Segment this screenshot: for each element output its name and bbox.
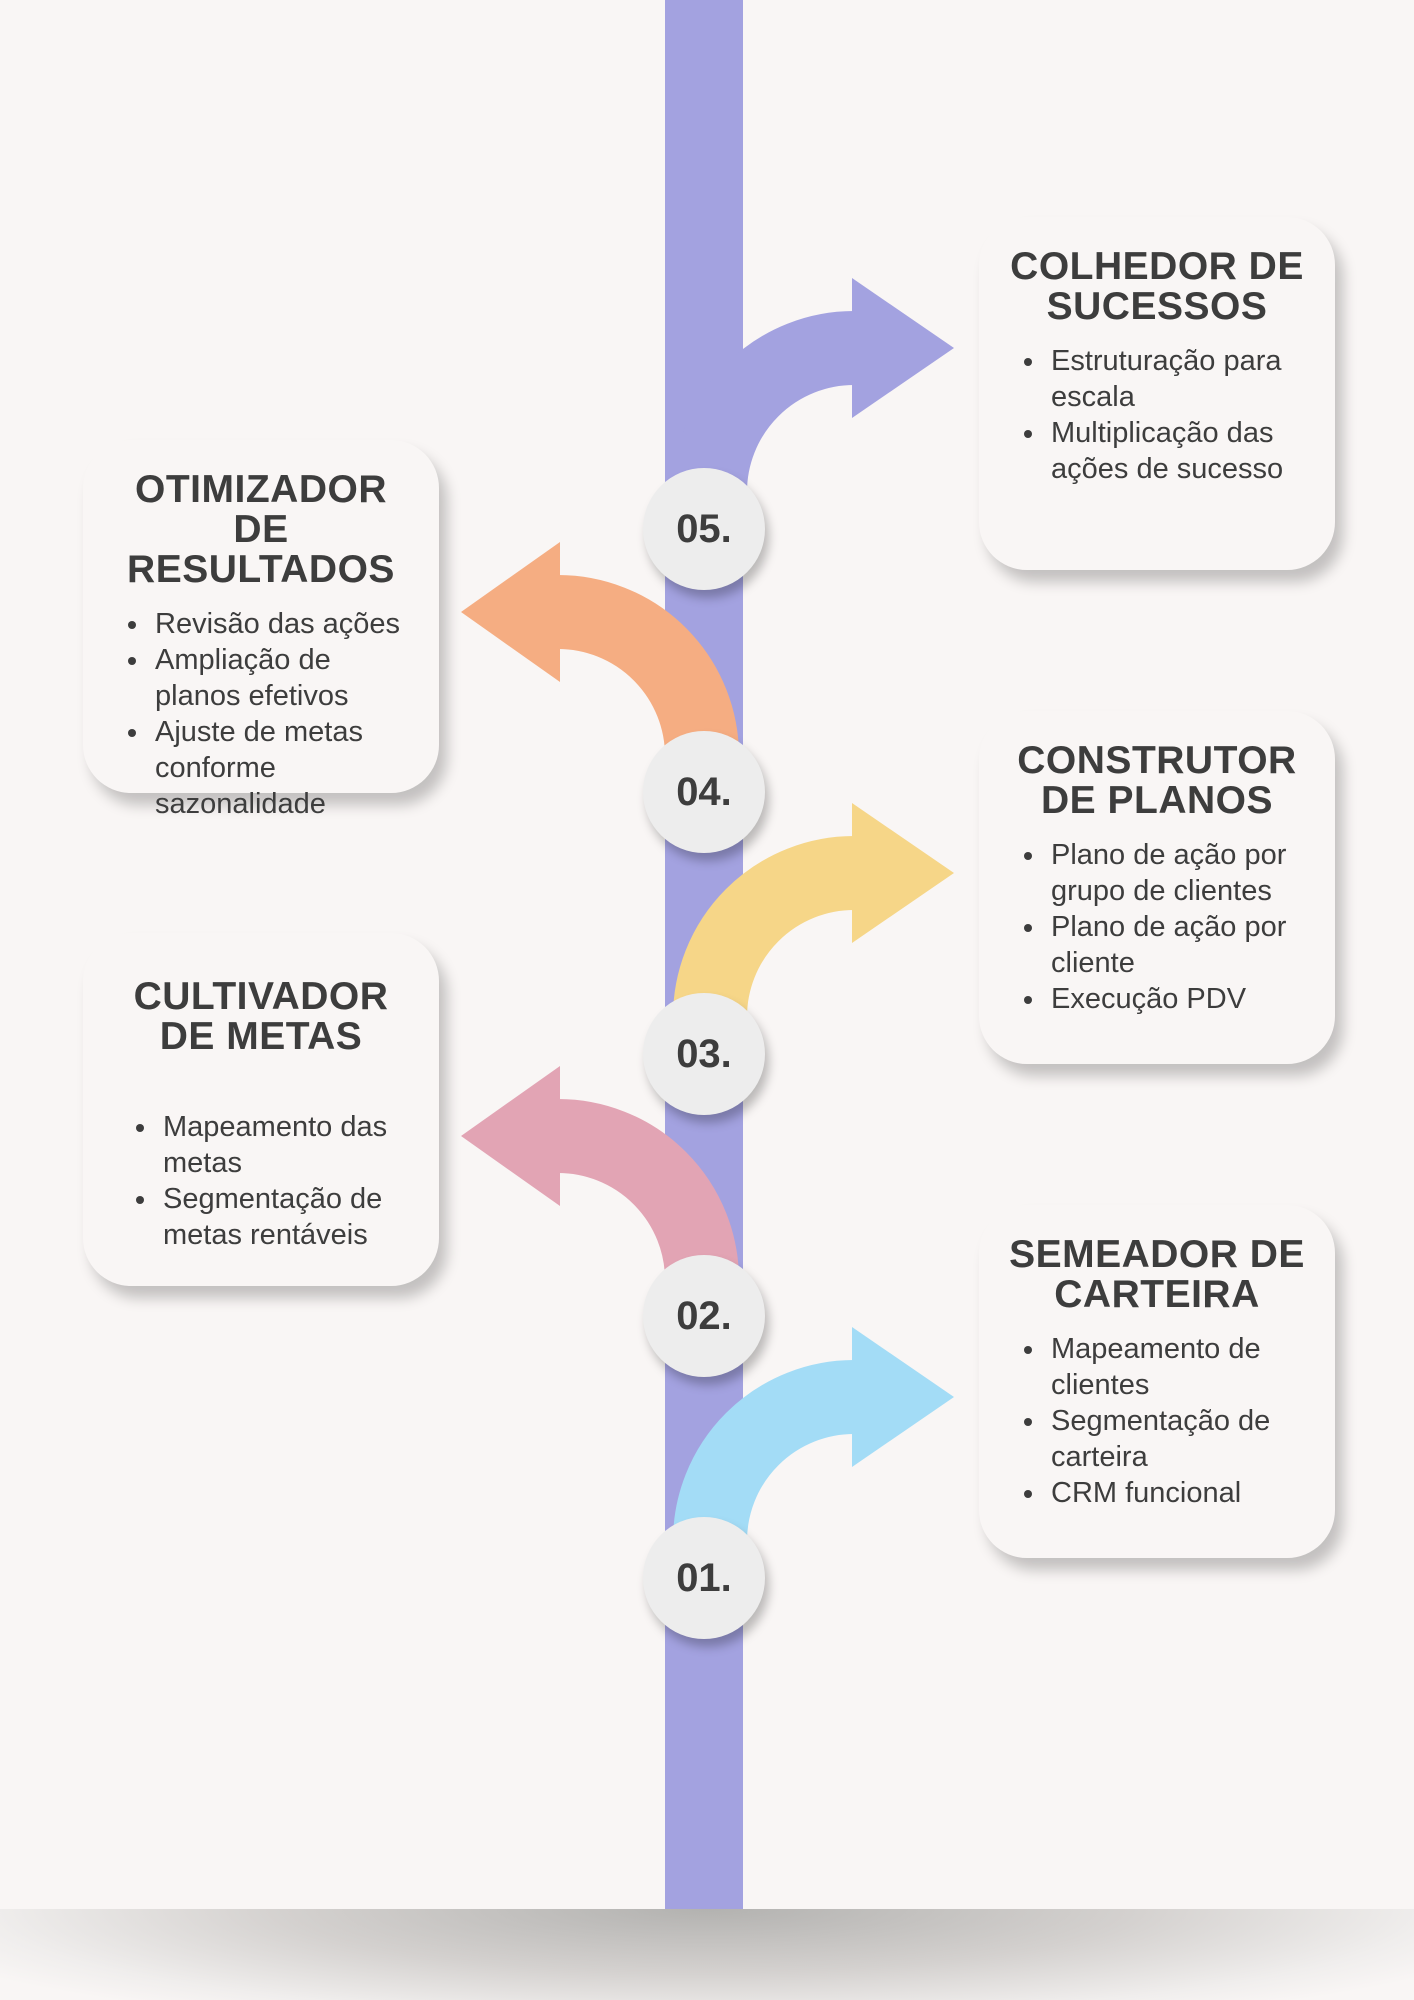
bottom-shadow	[0, 1909, 1414, 2000]
step-item: Plano de ação por grupo de clientes	[1047, 837, 1313, 909]
step-title: OTIMIZADOR DE RESULTADOS	[127, 468, 395, 591]
step-item: Mapeamento das metas	[159, 1109, 417, 1181]
step-items: Estruturação para escalaMultiplicação da…	[1001, 343, 1313, 487]
step-item: CRM funcional	[1047, 1475, 1313, 1511]
step-items: Mapeamento das metasSegmentação de metas…	[105, 1109, 417, 1253]
step-item: Revisão das ações	[151, 606, 417, 642]
arrow-head-1	[852, 1327, 954, 1467]
step-number-3: 03.	[643, 993, 765, 1115]
arrow-head-4	[461, 542, 560, 682]
step-item: Segmentação de carteira	[1047, 1403, 1313, 1475]
step-item: Ampliação de planos efetivos	[151, 642, 417, 714]
arrow-head-3	[852, 803, 954, 943]
step-items: Revisão das açõesAmpliação de planos efe…	[105, 606, 417, 822]
step-card-2: CULTIVADOR DE METAS Mapeamento das metasS…	[83, 933, 439, 1286]
step-title: CULTIVADOR DE METAS	[133, 975, 389, 1058]
step-title: SEMEADOR DE CARTEIRA	[1009, 1233, 1305, 1316]
step-item: Mapeamento de clientes	[1047, 1331, 1313, 1403]
step-item: Plano de ação por cliente	[1047, 909, 1313, 981]
step-items: Mapeamento de clientesSegmentação de car…	[1001, 1331, 1313, 1511]
step-number-4: 04.	[643, 731, 765, 853]
step-item: Execução PDV	[1047, 981, 1313, 1017]
step-item: Ajuste de metas conforme sazonalidade	[151, 714, 417, 822]
step-title: COLHEDOR DE SUCESSOS	[1010, 245, 1304, 328]
step-number-1: 01.	[643, 1517, 765, 1639]
step-card-1: SEMEADOR DE CARTEIRA Mapeamento de client…	[979, 1205, 1335, 1558]
step-number-2: 02.	[643, 1255, 765, 1377]
step-item: Segmentação de metas rentáveis	[159, 1181, 417, 1253]
step-card-3: CONSTRUTOR DE PLANOS Plano de ação por gr…	[979, 711, 1335, 1064]
step-number-5: 05.	[643, 468, 765, 590]
step-item: Estruturação para escala	[1047, 343, 1313, 415]
step-card-4: OTIMIZADOR DE RESULTADOS Revisão das açõe…	[83, 440, 439, 820]
step-title: CONSTRUTOR DE PLANOS	[1017, 739, 1297, 822]
step-card-5: COLHEDOR DE SUCESSOS Estruturação para es…	[979, 217, 1335, 570]
arrow-head-5	[852, 278, 954, 418]
arrow-head-2	[461, 1066, 560, 1206]
step-item: Multiplicação das ações de sucesso	[1047, 415, 1313, 487]
step-items: Plano de ação por grupo de clientesPlano…	[1001, 837, 1313, 1017]
